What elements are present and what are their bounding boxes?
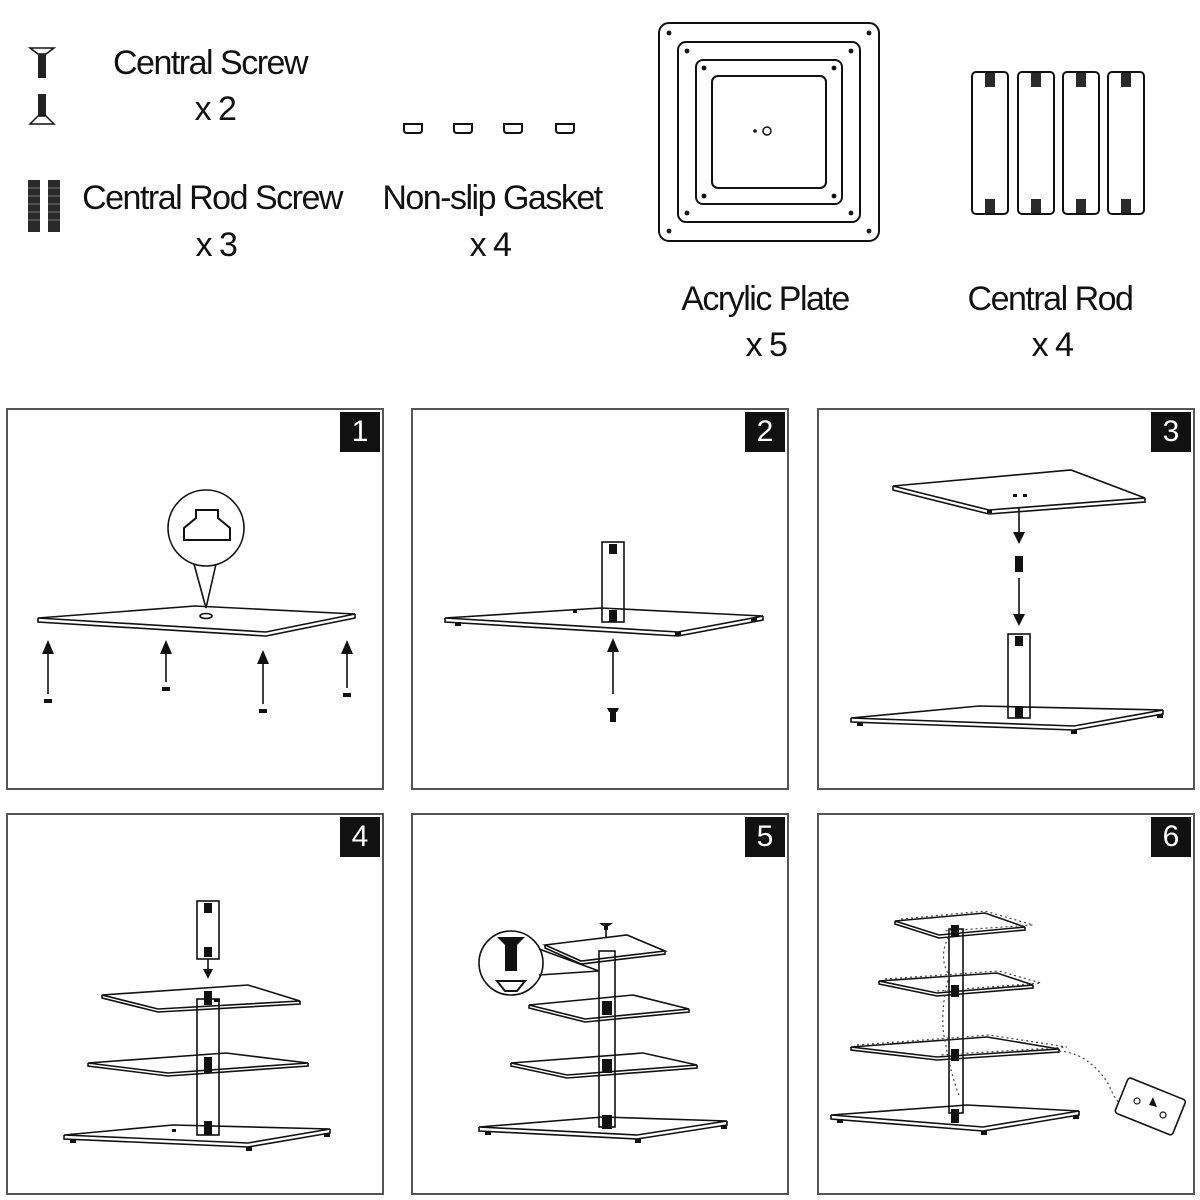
step-5-panel: 5 [411, 813, 789, 1195]
non-slip-gasket-icon [403, 123, 575, 134]
step-2-illustration [444, 541, 764, 722]
step-1-number: 1 [340, 412, 380, 452]
central-rod-icon [971, 71, 1145, 215]
central-screw-label: Central Screw [112, 44, 309, 82]
non-slip-gasket-qty: x 4 [469, 226, 512, 264]
step-4-illustration [63, 900, 331, 1151]
step-2-number: 2 [745, 412, 785, 452]
central-rod-screw-qty: x 3 [195, 226, 238, 264]
step-2-panel: 2 [411, 408, 789, 790]
acrylic-plate-label: Acrylic Plate [681, 280, 850, 318]
central-rod-screw-icon [28, 180, 60, 232]
acrylic-plate-qty: x 5 [745, 326, 788, 364]
step-6-panel: 6 [817, 813, 1195, 1195]
step-6-number: 6 [1151, 817, 1191, 857]
central-rod-screw-label: Central Rod Screw [82, 179, 343, 217]
step-1-panel: 1 [6, 408, 384, 790]
step-3-illustration [850, 469, 1164, 734]
step-3-number: 3 [1151, 412, 1191, 452]
step-4-number: 4 [340, 817, 380, 857]
non-slip-gasket-label: Non-slip Gasket [382, 179, 603, 217]
step-5-number: 5 [745, 817, 785, 857]
central-rod-label: Central Rod [967, 280, 1134, 318]
step-4-panel: 4 [6, 813, 384, 1195]
central-screw-qty: x 2 [194, 90, 237, 128]
step-1-illustration [37, 489, 356, 713]
central-rod-qty: x 4 [1031, 326, 1074, 364]
step-3-panel: 3 [817, 408, 1195, 790]
acrylic-plate-icon [658, 22, 880, 242]
step-5-illustration [478, 923, 728, 1143]
step-6-illustration [830, 910, 1187, 1136]
central-screw-icon [27, 47, 57, 125]
